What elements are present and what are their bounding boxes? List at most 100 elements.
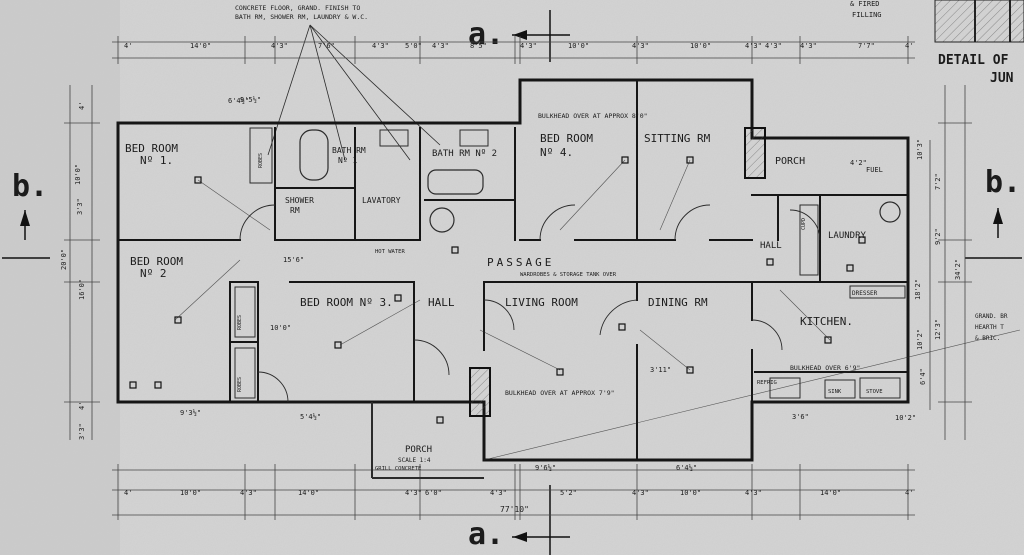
top-dim-label: 4'3"	[372, 42, 389, 50]
basin-1	[379, 129, 409, 147]
hall-right-label: HALL	[760, 241, 782, 251]
top-dim-label: 4'3"	[745, 42, 762, 50]
fuel-label: FUEL	[866, 166, 883, 174]
bulkhead-living-note: BULKHEAD OVER AT APPROX 7'9"	[505, 389, 615, 397]
top-dim-label: 14'0"	[190, 42, 211, 50]
dresser-label: DRESSER	[852, 290, 878, 297]
passage-label: PASSAGE	[487, 256, 554, 269]
interior-dim-label: 9'3½"	[180, 409, 201, 417]
right-dim-label: 34'2"	[954, 259, 962, 280]
porch-bottom-label-2: SCALE 1:4	[398, 457, 431, 464]
bottom-dim-label: 10'0"	[180, 489, 201, 497]
living-room-label: LIVING ROOM	[505, 296, 578, 309]
section-b-label-right: b.	[985, 165, 1021, 200]
shower-label-1: SHOWER	[285, 196, 314, 205]
top-dim-label: 4'3"	[271, 42, 288, 50]
grill-note: GRILL CONCRETE	[375, 466, 421, 472]
interior-dim-label: 5'4½"	[300, 413, 321, 421]
robes-note-3: ROBES	[258, 153, 264, 168]
fireplace	[469, 367, 491, 417]
interior-dim-label: 10'0"	[270, 324, 291, 332]
left-dim-label: 20'0"	[60, 249, 68, 270]
right-dim-label: 12'3"	[934, 319, 942, 340]
top-note-line-2: BATH RM, SHOWER RM, LAUNDRY & W.C.	[235, 13, 368, 21]
dimension-ticks	[64, 36, 972, 520]
light-point	[686, 366, 694, 374]
bottom-dim-label: 4'	[124, 489, 132, 497]
right-dim-label: 10'2"	[916, 329, 924, 350]
dining-room-label: DINING RM	[648, 296, 708, 309]
section-a-label-top: a.	[468, 17, 504, 52]
bed4-label-1: BED ROOM	[540, 132, 593, 145]
sink-note: SINK	[828, 389, 842, 395]
section-marker-b-right: b.	[965, 165, 1022, 259]
left-dim-label: 16'0"	[78, 279, 86, 300]
top-dim-label: 7'6"	[318, 42, 335, 50]
wiring-lines	[174, 159, 1021, 461]
right-dim-label: 9'2"	[934, 228, 942, 245]
interior-dim-label: 3'11"	[650, 366, 671, 374]
bottom-dim-label: 4'3"	[240, 489, 257, 497]
light-point	[621, 156, 629, 164]
light-point	[194, 176, 202, 184]
bottom-dim-label: 10'0"	[680, 489, 701, 497]
light-point	[394, 294, 402, 302]
bed1-label-2: Nº 1.	[140, 154, 173, 167]
paper-shade	[0, 0, 120, 555]
interior-dim-label: 4'2"	[850, 159, 867, 167]
bed4-label-2: Nº 4.	[540, 146, 573, 159]
bottom-dimension-labels: 4'10'0"4'3"14'0"4'3"6'0"4'3"5'2"4'3"10'0…	[124, 489, 913, 497]
refrigerator	[769, 377, 801, 399]
bath1-label-1: BATH RM	[332, 146, 366, 155]
left-dim-label: 3'3"	[78, 423, 86, 440]
bottom-dim-label: 6'0"	[425, 489, 442, 497]
top-dim-label: 10'0"	[568, 42, 589, 50]
light-point	[556, 368, 564, 376]
right-dim-label: 10'3"	[916, 139, 924, 160]
overall-dimension: 77'10"	[500, 505, 529, 514]
top-right-note-2: FILLING	[852, 11, 882, 19]
section-b-label-left: b.	[12, 169, 48, 204]
light-point	[858, 236, 866, 244]
bulkhead-kitchen-note: BULKHEAD OVER 6'9"	[790, 364, 860, 372]
bed1-label-1: BED ROOM	[125, 142, 178, 155]
section-a-label-bottom: a.	[468, 517, 504, 552]
kitchen-label: KITCHEN.	[800, 315, 853, 328]
sink-unit	[824, 379, 856, 399]
bottom-dim-label: 14'0"	[820, 489, 841, 497]
top-dim-label: 4'	[905, 42, 913, 50]
porch-top-label: PORCH	[775, 156, 805, 167]
robes-bed2	[234, 286, 256, 338]
left-dim-label: 4'	[78, 402, 86, 410]
light-point	[846, 264, 854, 272]
left-dimension-labels: 4'10'0"3'3"20'0"16'0"4'3'3"	[60, 102, 86, 440]
light-point	[451, 246, 459, 254]
stove-note: STOVE	[866, 389, 883, 395]
porch-bottom-label-1: PORCH	[405, 445, 432, 455]
light-point	[824, 336, 832, 344]
detail-panel: DETAIL OF JUN & FIRED FILLING	[850, 0, 1024, 86]
top-dim-label: 4'	[124, 42, 132, 50]
top-dim-label: 4'3"	[432, 42, 449, 50]
right-dim-label: 18'2"	[914, 279, 922, 300]
top-dim-label: 4'3"	[800, 42, 817, 50]
bed3-label: BED ROOM Nº 3.	[300, 296, 393, 309]
top-dim-label: 5'0"	[405, 42, 422, 50]
light-point	[129, 381, 137, 389]
refrig-note: REFRIG	[757, 380, 777, 386]
laundry-label: LAUNDRY	[828, 231, 867, 241]
bath1-label-2: Nº 1	[338, 156, 357, 165]
section-marker-a-bottom: a.	[468, 485, 570, 555]
bottom-dim-label: 14'0"	[298, 489, 319, 497]
top-dim-label: 7'7"	[858, 42, 875, 50]
interior-dim-label: 9'6½"	[535, 464, 556, 472]
interior-dim-label: 6'4½"	[676, 464, 697, 472]
bathtub-1	[299, 129, 329, 181]
top-right-note-1: & FIRED	[850, 0, 880, 8]
light-point	[154, 381, 162, 389]
right-dim-label: 6'4"	[919, 368, 927, 385]
interior-dim-label: 6'4½"	[228, 97, 249, 105]
light-point	[686, 156, 694, 164]
